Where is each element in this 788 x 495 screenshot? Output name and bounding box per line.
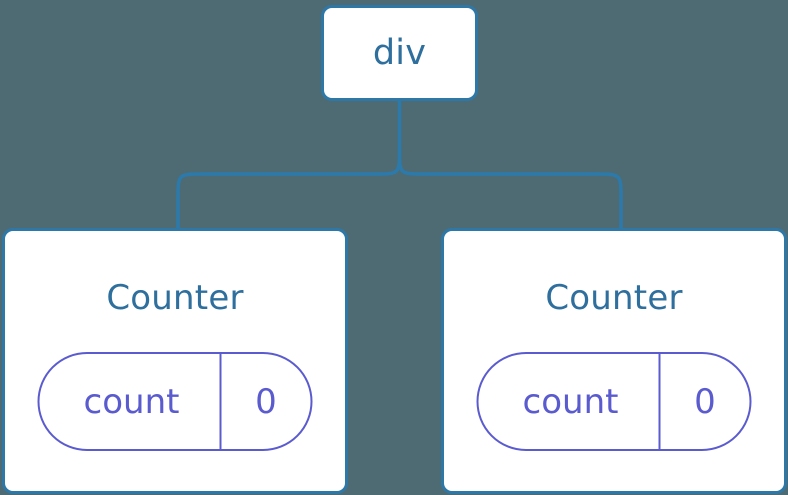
node-div[interactable]: div bbox=[321, 5, 478, 101]
node-counter-right-label: Counter bbox=[545, 278, 683, 318]
state-divider-right bbox=[658, 354, 661, 449]
state-divider-left bbox=[219, 354, 222, 449]
node-counter-left[interactable]: Counter count 0 bbox=[2, 228, 348, 494]
node-counter-left-label: Counter bbox=[106, 278, 244, 318]
node-counter-right[interactable]: Counter count 0 bbox=[441, 228, 787, 494]
connector-to-child-left bbox=[176, 149, 402, 228]
state-pill-right[interactable]: count 0 bbox=[476, 352, 752, 451]
connector-to-child-right bbox=[397, 149, 623, 228]
state-value-left: 0 bbox=[255, 381, 277, 422]
node-div-label: div bbox=[372, 32, 427, 73]
state-key-right: count bbox=[522, 381, 619, 422]
state-value-right: 0 bbox=[694, 381, 716, 422]
state-key-left: count bbox=[83, 381, 180, 422]
state-pill-left[interactable]: count 0 bbox=[37, 352, 313, 451]
